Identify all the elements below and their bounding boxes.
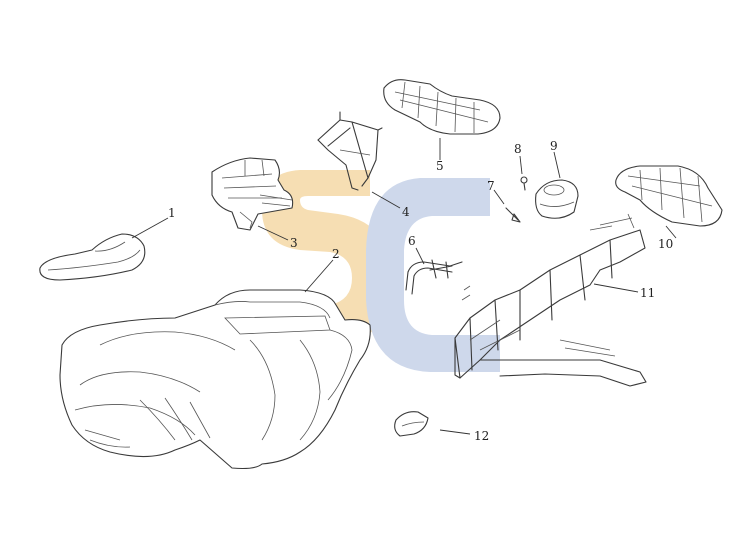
part-front-cargo-rack: [383, 79, 501, 135]
callout-12: 12: [474, 429, 489, 443]
callout-8: 8: [514, 142, 522, 156]
watermark-s-shape: [262, 170, 392, 345]
leader-8: [519, 155, 523, 175]
part-body-fender: [59, 289, 371, 470]
leader-7: [493, 189, 505, 205]
part-front-rack-bracket: [317, 111, 383, 191]
leader-4: [371, 191, 401, 209]
part-screw: [520, 176, 528, 191]
callout-labels: 1 2 3 4 5 6 7 8 9 10 11 12: [168, 139, 673, 443]
watermark-c-shape: [366, 178, 500, 372]
part-front-bumper: [211, 157, 294, 231]
callout-10: 10: [658, 237, 673, 251]
callout-9: 9: [550, 139, 558, 153]
leader-10: [665, 225, 677, 239]
callout-11: 11: [640, 286, 655, 300]
callout-2: 2: [332, 247, 340, 261]
part-small-bracket: [394, 411, 429, 437]
callout-5: 5: [436, 159, 444, 173]
watermark-logo: [262, 170, 500, 372]
leader-2: [304, 259, 334, 293]
part-small-bolt: [505, 207, 521, 223]
part-fuel-tank: [535, 179, 579, 219]
callout-3: 3: [290, 236, 298, 250]
leader-lines: [131, 138, 677, 435]
leader-9: [553, 151, 561, 179]
leader-12: [439, 429, 471, 435]
callout-7: 7: [487, 179, 495, 193]
callout-1: 1: [168, 206, 176, 220]
leader-6: [415, 247, 425, 265]
callout-4: 4: [402, 205, 410, 219]
callout-6: 6: [408, 234, 416, 248]
leader-11: [593, 283, 639, 293]
part-main-frame: [454, 213, 647, 387]
leader-1: [131, 217, 169, 239]
leader-3: [257, 225, 289, 241]
part-u-bracket: [405, 259, 463, 295]
part-seat: [39, 233, 146, 281]
part-rear-cargo-rack: [615, 165, 723, 227]
